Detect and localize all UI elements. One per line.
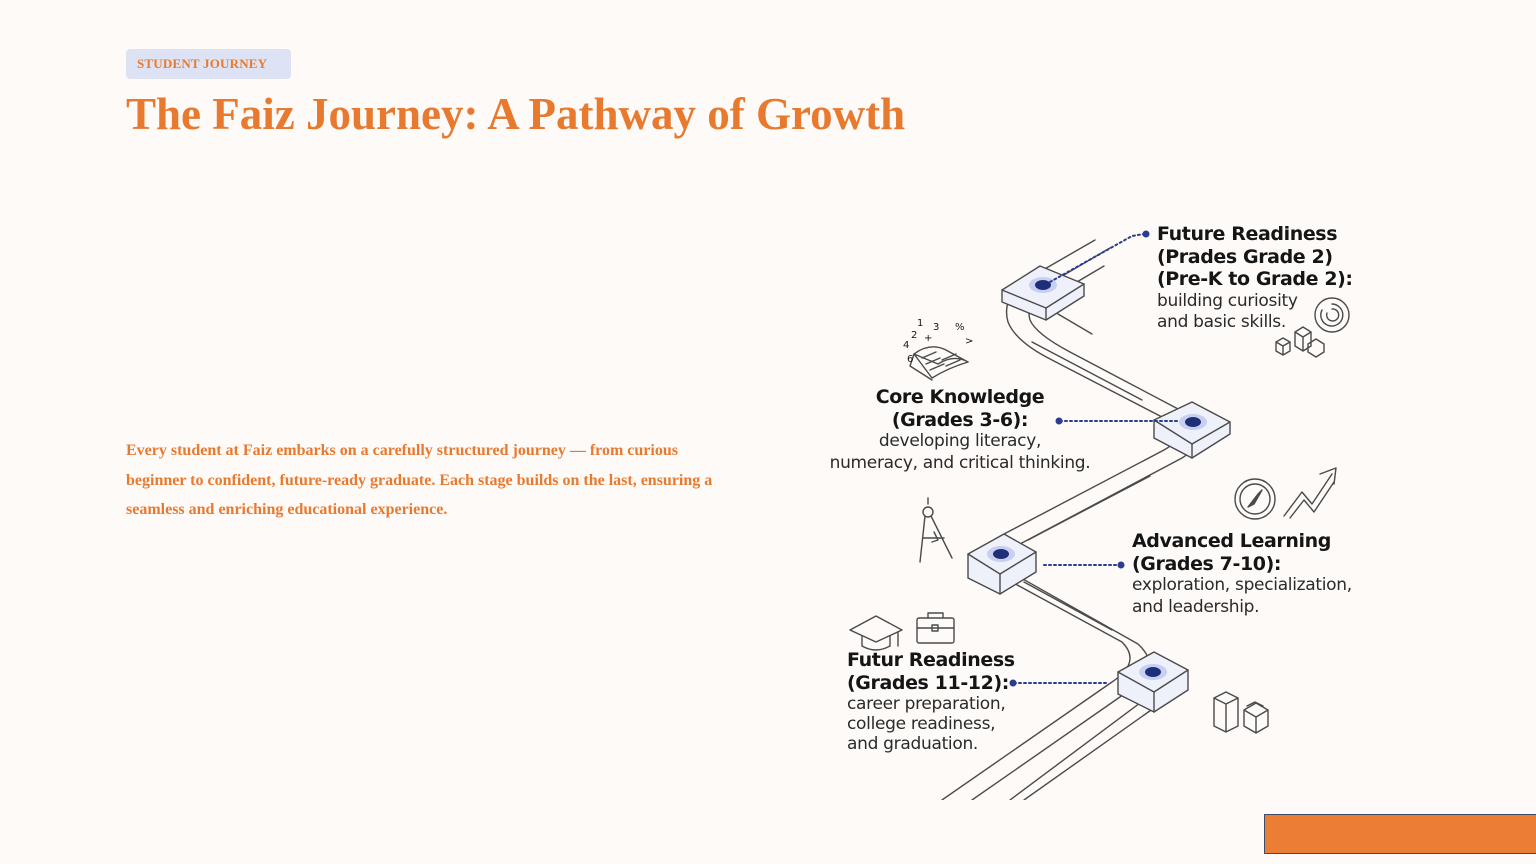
stage-node-3 — [967, 533, 1037, 595]
pathway-graphic — [849, 230, 1350, 800]
number-6: 6 — [907, 354, 914, 365]
compass-drawing-icon — [919, 497, 953, 563]
footer-accent-bar — [1264, 814, 1536, 854]
number-1: 1 — [917, 318, 924, 329]
stage-label-core-knowledge: Core Knowledge (Grades 3-6): developing … — [828, 386, 1092, 474]
stage-node-4 — [1117, 651, 1189, 713]
connector-lines — [1013, 233, 1179, 684]
stage-4-heading-line-2: (Grades 11-12): — [847, 671, 1009, 694]
stage-1-desc-line-1: building curiosity — [1157, 290, 1298, 311]
stage-3-desc-line-2: and leadership. — [1132, 596, 1260, 617]
stage-4-desc-line-2: college readiness, — [847, 714, 996, 734]
stage-2-heading-line-2: (Grades 3-6): — [891, 408, 1029, 431]
page-title: The Faiz Journey: A Pathway of Growth — [126, 89, 906, 139]
greater-sign: > — [965, 336, 974, 347]
stage-node-2 — [1153, 401, 1231, 459]
briefcase-icon — [916, 612, 955, 644]
stage-3-desc-line-1: exploration, specialization, — [1132, 575, 1352, 595]
open-book-numbers-icon — [909, 346, 969, 381]
stage-label-future-readiness-early: Future Readiness (Prades Grade 2) (Pre-K… — [1157, 223, 1353, 334]
spiral-icon — [1314, 297, 1350, 333]
boxes-icon — [1213, 691, 1269, 734]
stage-4-desc-line-1: career preparation, — [847, 694, 1006, 714]
stage-label-advanced-learning: Advanced Learning (Grades 7-10): explora… — [1132, 530, 1352, 618]
stage-2-heading-line-1: Core Knowledge — [875, 386, 1045, 408]
book-numbers: 1 2 3 4 6 + % > — [903, 318, 975, 368]
graduation-cap-icon — [849, 615, 903, 651]
stage-node-1 — [1001, 265, 1085, 321]
number-4: 4 — [903, 340, 910, 351]
stage-2-desc-line-2: numeracy, and critical thinking. — [829, 452, 1091, 473]
journey-diagram: 1 2 3 4 6 + % > Future Readiness (Prades… — [792, 182, 1412, 800]
plus-sign: + — [924, 333, 933, 344]
stage-4-desc-line-3: and graduation. — [847, 734, 979, 754]
percent-sign: % — [955, 322, 965, 333]
trend-arrow-icon — [1283, 467, 1337, 519]
section-tag: STUDENT JOURNEY — [126, 49, 291, 79]
stage-1-heading-line-2: (Prades Grade 2) — [1157, 245, 1333, 268]
stage-label-futur-readiness: Futur Readiness (Grades 11-12): career p… — [847, 649, 1015, 754]
intro-paragraph: Every student at Faiz embarks on a caref… — [126, 442, 713, 518]
stage-1-desc-line-2: and basic skills. — [1157, 312, 1286, 332]
stage-3-heading-line-2: (Grades 7-10): — [1132, 552, 1282, 575]
stage-2-desc-line-1: developing literacy, — [878, 431, 1042, 451]
compass-icon — [1234, 478, 1276, 520]
number-3: 3 — [933, 322, 940, 333]
number-2: 2 — [911, 330, 918, 341]
stage-4-heading-line-1: Futur Readiness — [847, 649, 1015, 671]
stage-3-heading-line-1: Advanced Learning — [1132, 530, 1331, 552]
stage-1-heading-line-3: (Pre-K to Grade 2): — [1157, 268, 1353, 290]
blocks-icon — [1275, 326, 1325, 358]
stage-1-heading-line-1: Future Readiness — [1157, 223, 1338, 245]
